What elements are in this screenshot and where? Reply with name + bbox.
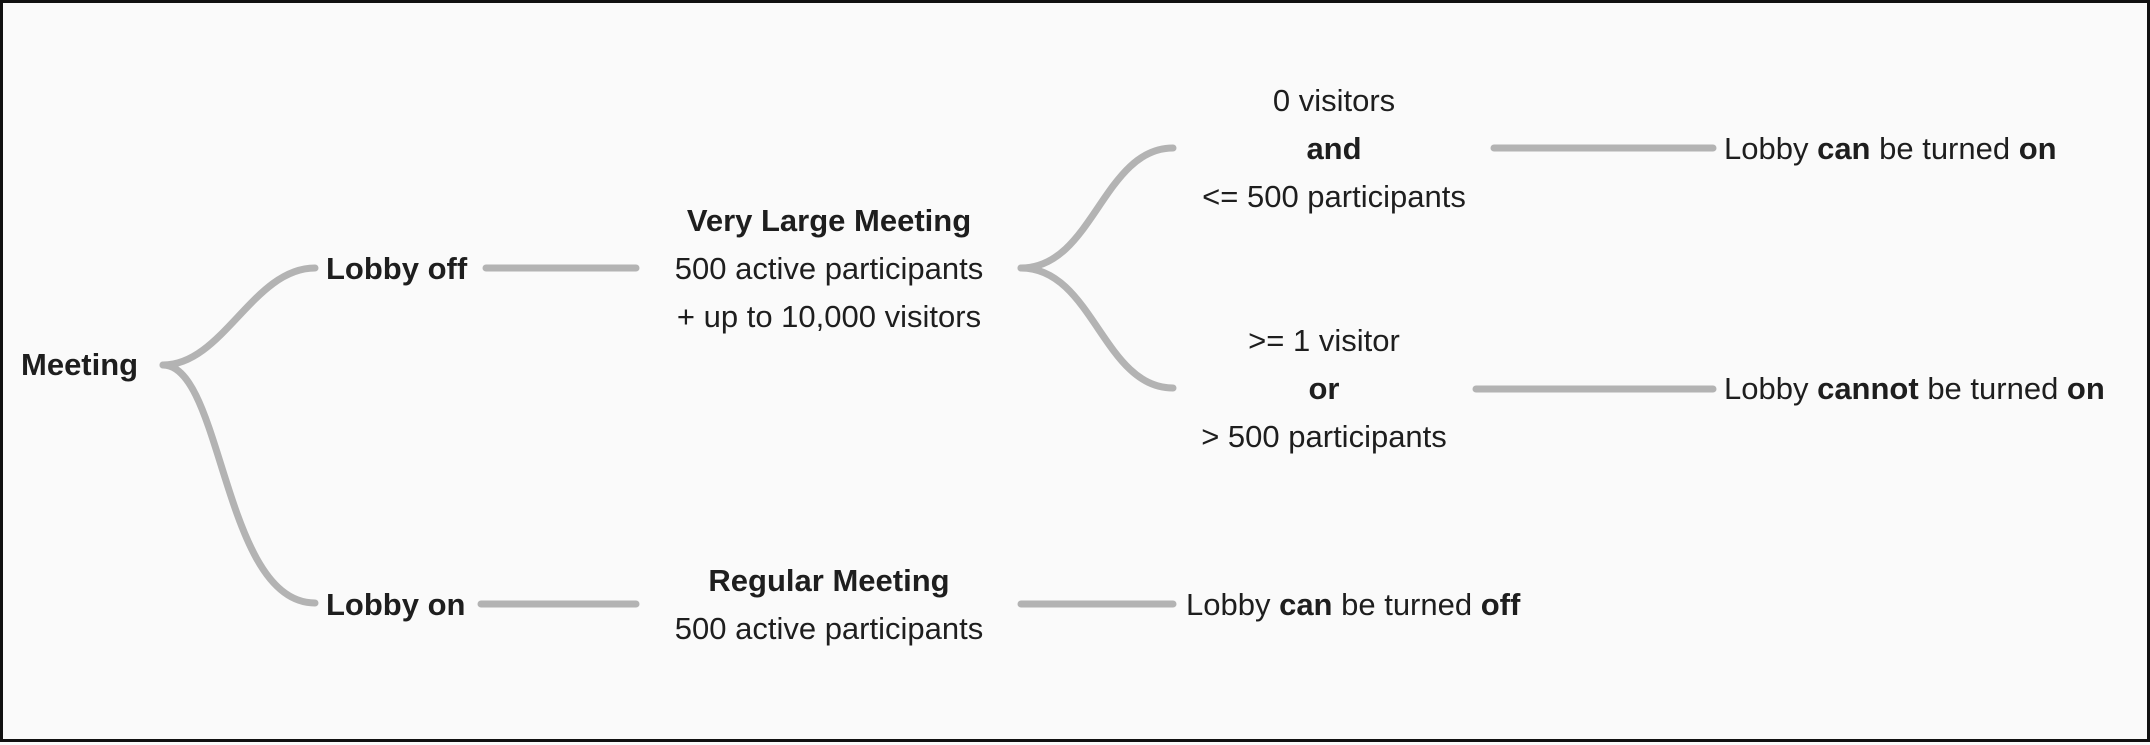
result-can-turn-on-part2: be turned — [1870, 131, 2019, 166]
node-very-large-meeting: Very Large Meeting 500 active participan… — [675, 197, 983, 341]
result-can-turn-off-part1: Lobby — [1186, 587, 1280, 622]
very-large-meeting-title: Very Large Meeting — [686, 203, 972, 238]
lobby-off-label: Lobby off — [326, 251, 468, 286]
connector-lines — [159, 144, 1717, 608]
result-can-turn-on-bold2: on — [2018, 131, 2057, 166]
edge-very-large-cond-one — [1017, 264, 1177, 392]
condition-zero-visitors-join: and — [1306, 131, 1362, 166]
edge-meeting-lobby-off — [159, 264, 319, 369]
node-regular-meeting: Regular Meeting 500 active participants — [675, 557, 983, 653]
result-cannot-turn-on-part1: Lobby — [1724, 371, 1818, 406]
result-can-turn-off-bold2: off — [1480, 587, 1521, 622]
result-can-turn-off-part2: be turned — [1332, 587, 1481, 622]
regular-meeting-title: Regular Meeting — [708, 563, 950, 598]
condition-one-visitor-line1: >= 1 visitor — [1248, 323, 1400, 358]
condition-one-visitor-join: or — [1308, 371, 1340, 406]
node-lobby-off: Lobby off — [326, 245, 467, 293]
lobby-on-label: Lobby on — [326, 587, 466, 622]
condition-zero-visitors-line2: <= 500 participants — [1202, 179, 1466, 214]
result-cannot-turn-on-bold2: on — [2066, 371, 2105, 406]
node-condition-zero-visitors: 0 visitors and <= 500 participants — [1202, 77, 1466, 221]
very-large-meeting-participants: 500 active participants — [674, 251, 984, 286]
node-result-cannot-turn-on: Lobby cannot be turned on — [1724, 365, 2105, 413]
node-condition-one-visitor: >= 1 visitor or > 500 participants — [1201, 317, 1447, 461]
very-large-meeting-visitors: + up to 10,000 visitors — [676, 299, 982, 334]
result-can-turn-on-part1: Lobby — [1724, 131, 1818, 166]
result-can-turn-off-bold1: can — [1279, 587, 1333, 622]
result-can-turn-on-bold1: can — [1817, 131, 1871, 166]
condition-zero-visitors-line1: 0 visitors — [1272, 83, 1396, 118]
meeting-label: Meeting — [21, 347, 139, 382]
node-meeting: Meeting — [21, 341, 138, 389]
result-cannot-turn-on-bold1: cannot — [1817, 371, 1919, 406]
regular-meeting-participants: 500 active participants — [674, 611, 984, 646]
edge-very-large-cond-zero — [1017, 144, 1177, 272]
node-result-can-turn-off: Lobby can be turned off — [1186, 581, 1520, 629]
condition-one-visitor-line2: > 500 participants — [1201, 419, 1447, 454]
edge-meeting-lobby-on — [159, 361, 319, 607]
node-lobby-on: Lobby on — [326, 581, 465, 629]
node-result-can-turn-on: Lobby can be turned on — [1724, 125, 2057, 173]
result-cannot-turn-on-part2: be turned — [1918, 371, 2067, 406]
